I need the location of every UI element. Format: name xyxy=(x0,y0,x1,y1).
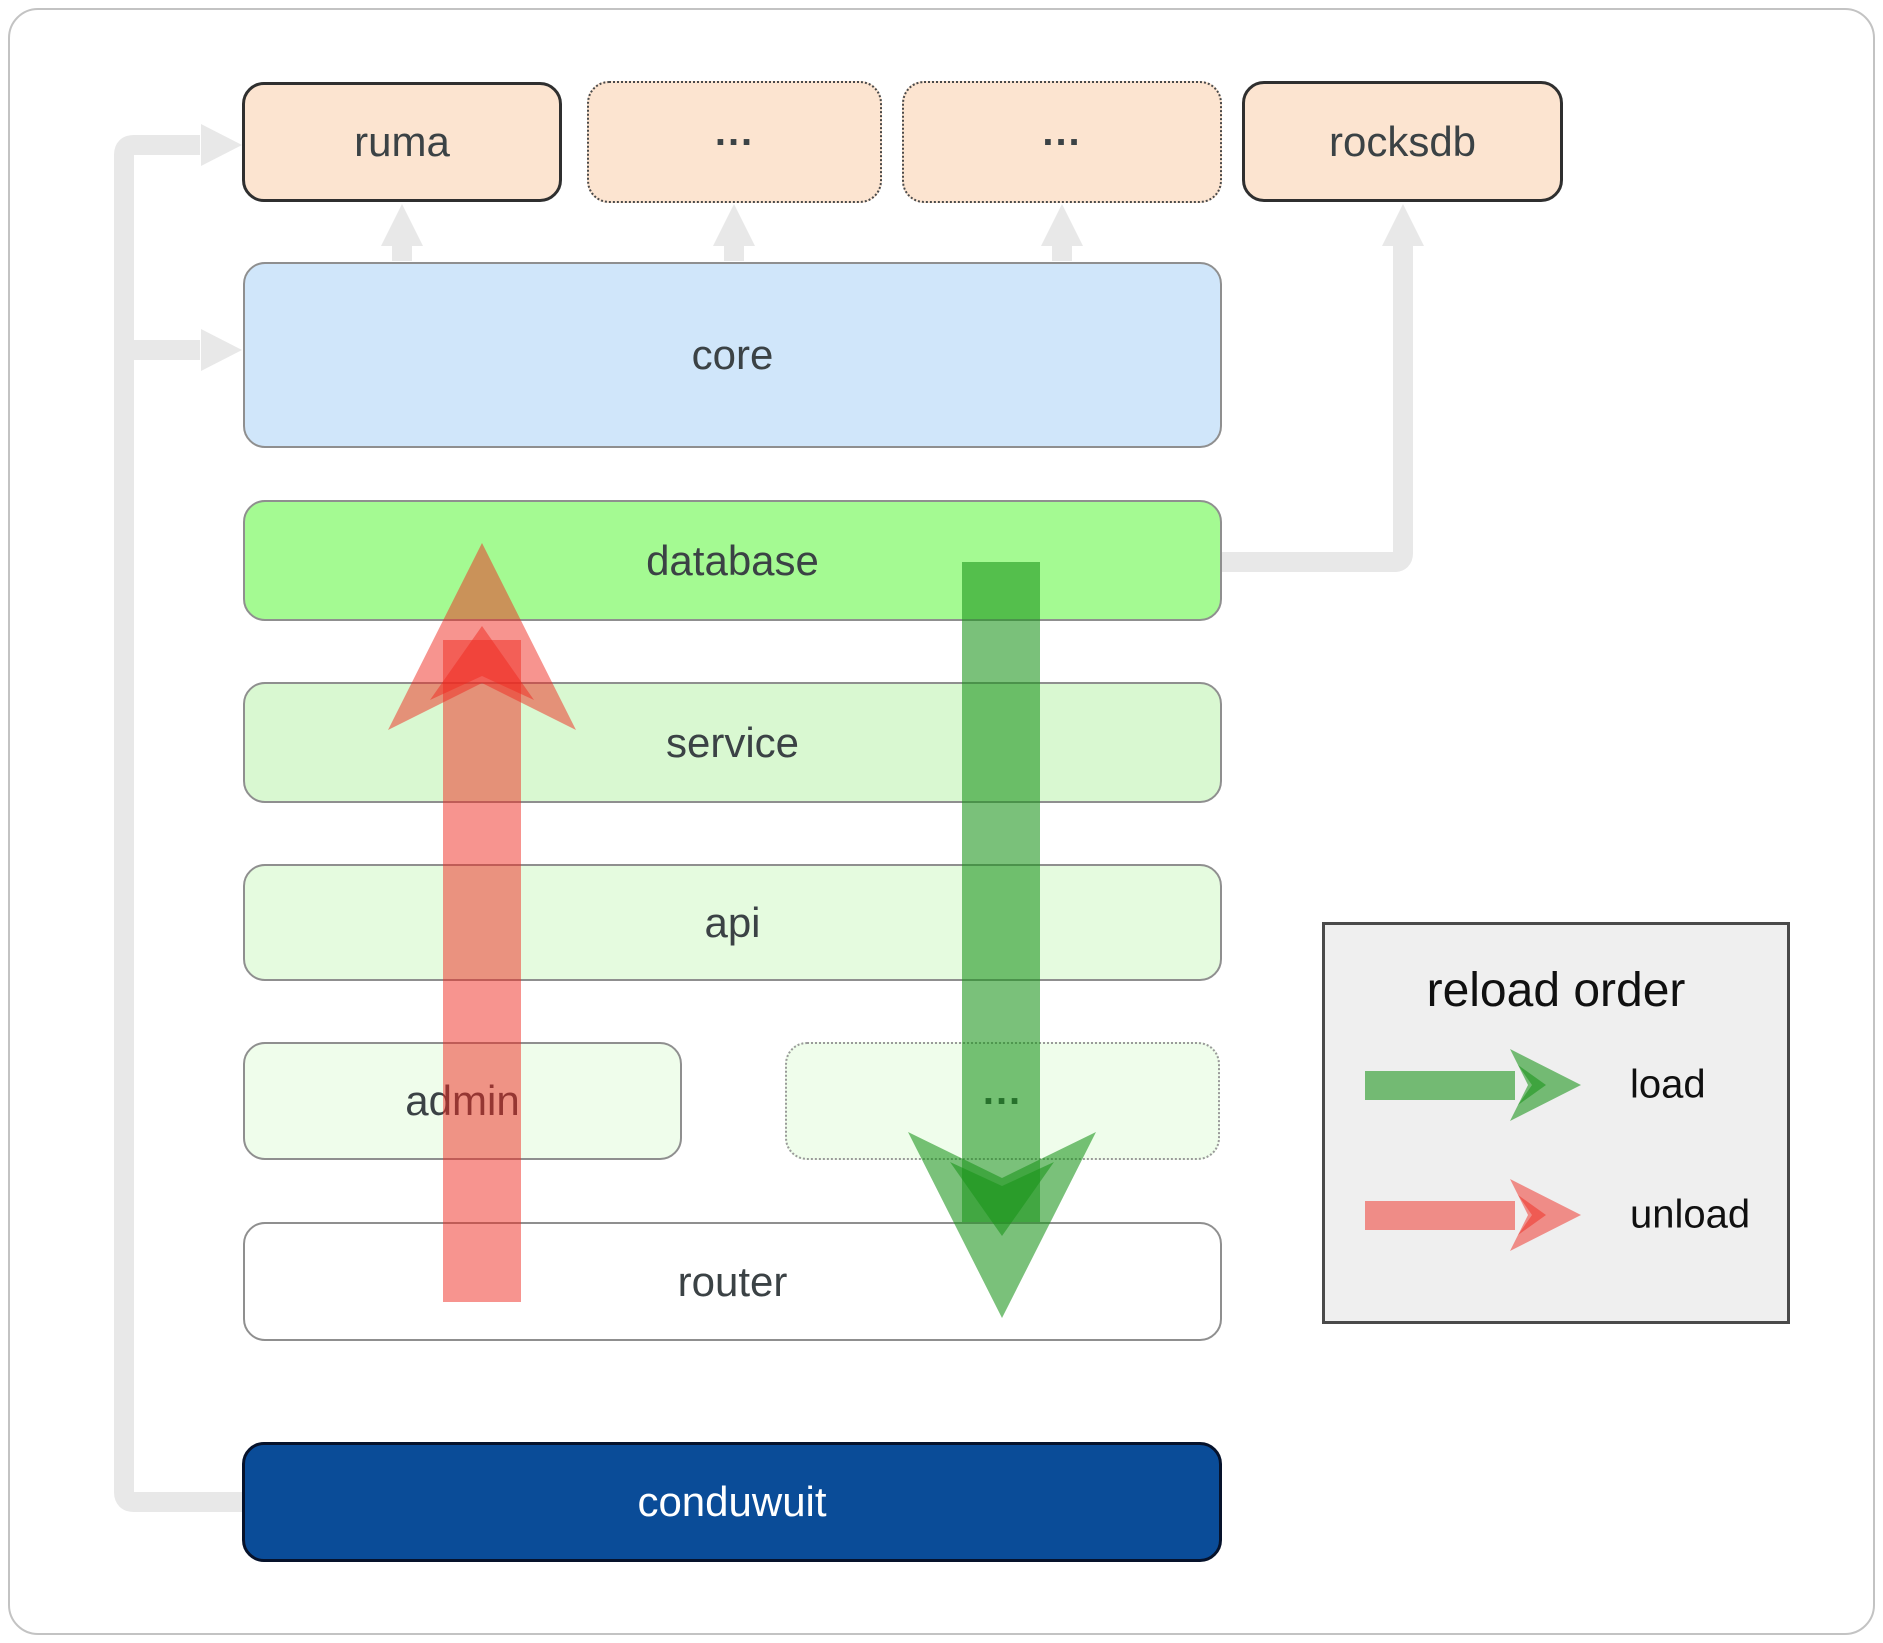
legend-load-head xyxy=(1510,1049,1581,1121)
box-service-label: service xyxy=(665,718,800,766)
legend-unload-arrow-icon xyxy=(1365,1179,1581,1251)
legend: reload order load unload xyxy=(1322,922,1790,1324)
box-ruma: ruma xyxy=(242,82,562,202)
legend-unload-shaft xyxy=(1365,1201,1515,1230)
connector-arrowhead-ruma xyxy=(201,124,242,166)
box-service: service xyxy=(243,682,1222,803)
box-ellipsis-c: ... xyxy=(785,1042,1220,1160)
connector-arrowhead-core-ellipsis-a xyxy=(713,204,755,246)
connector-arrowhead-core-ruma xyxy=(381,204,423,246)
legend-unload-label: unload xyxy=(1630,1192,1751,1237)
box-conduwuit: conduwuit xyxy=(242,1442,1222,1562)
legend-title: reload order xyxy=(1426,964,1686,1017)
box-ruma-label: ruma xyxy=(354,118,450,165)
box-admin: admin xyxy=(243,1042,682,1160)
legend-unload-head xyxy=(1510,1179,1581,1251)
box-api-label: api xyxy=(704,898,761,946)
box-ellipsis-b: ... xyxy=(902,81,1222,203)
box-database: database xyxy=(243,500,1222,621)
box-rocksdb: rocksdb xyxy=(1242,81,1563,202)
box-conduwuit-label: conduwuit xyxy=(637,1478,827,1525)
connector-arrowhead-core xyxy=(201,329,242,371)
legend-load-arrow-icon xyxy=(1365,1049,1581,1121)
box-core-label: core xyxy=(691,331,774,378)
legend-load-shaft xyxy=(1365,1071,1515,1100)
box-admin-label: admin xyxy=(405,1077,520,1124)
box-ellipsis-a-label: ... xyxy=(714,109,755,154)
box-ellipsis-b-label: ... xyxy=(1042,109,1082,154)
box-ellipsis-c-label: ... xyxy=(982,1068,1023,1113)
legend-arrows xyxy=(1365,1049,1581,1251)
box-ellipsis-a: ... xyxy=(587,81,882,203)
box-router-label: router xyxy=(677,1257,788,1305)
connector-arrowhead-core-ellipsis-b xyxy=(1041,204,1083,246)
box-api: api xyxy=(243,864,1222,981)
connector-database-rocksdb xyxy=(1222,245,1413,572)
diagram-border xyxy=(8,8,1875,1635)
box-core: core xyxy=(243,262,1222,448)
legend-load-label: load xyxy=(1630,1062,1706,1107)
connector-conduwuit-spine xyxy=(114,135,242,1512)
box-rocksdb-label: rocksdb xyxy=(1328,117,1477,165)
box-router: router xyxy=(243,1222,1222,1341)
box-database-label: database xyxy=(646,536,819,584)
connector-arrowhead-rocksdb xyxy=(1382,204,1424,246)
